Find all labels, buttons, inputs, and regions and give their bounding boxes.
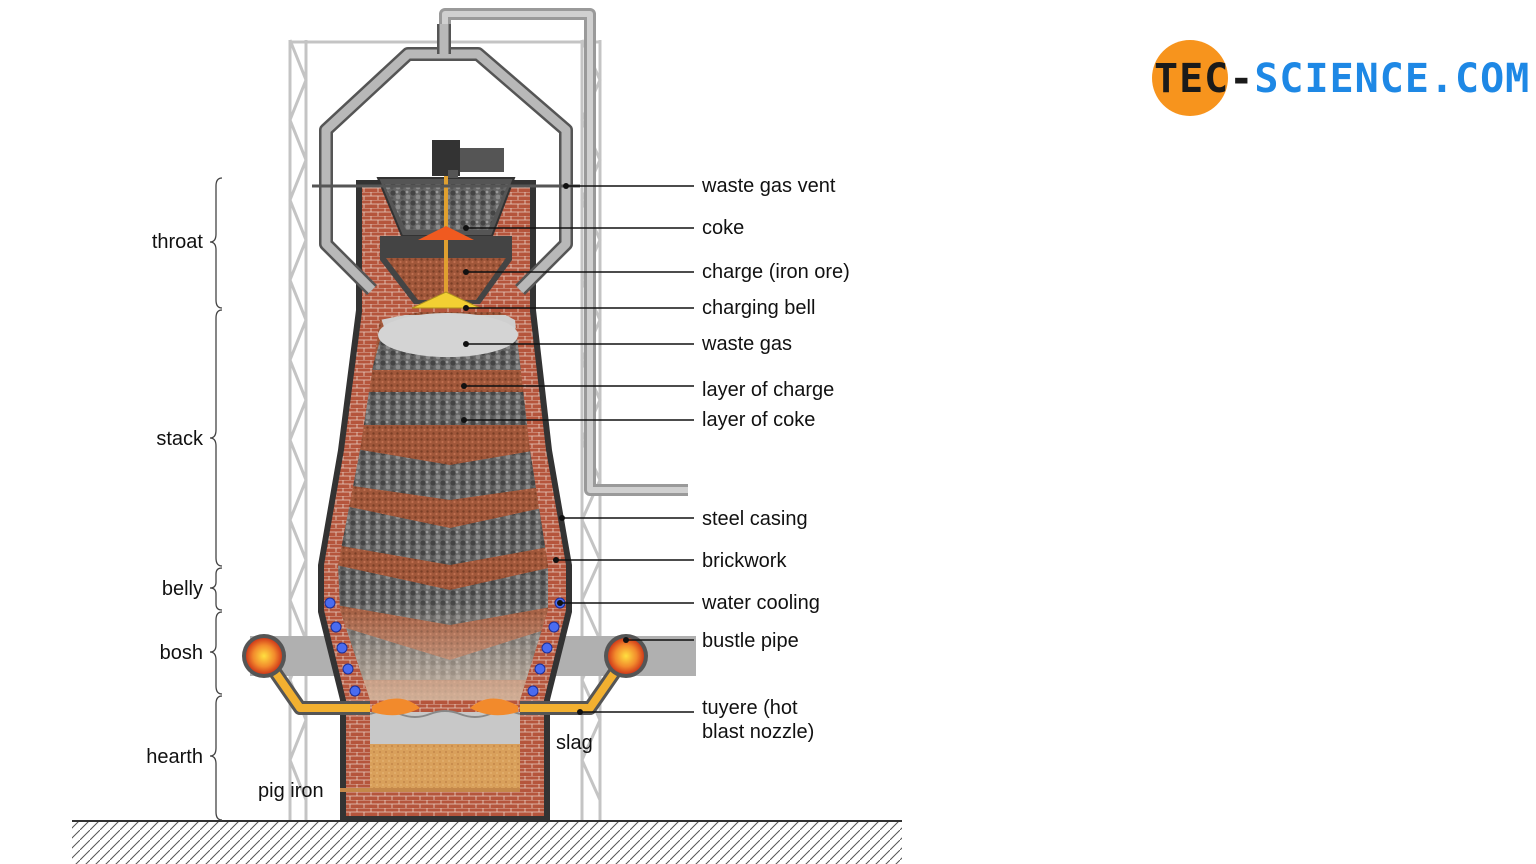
brand-logo[interactable]: tec-science.com	[1152, 38, 1529, 118]
label-coke: coke	[702, 217, 745, 239]
label-bustle-pipe: bustle pipe	[702, 630, 799, 652]
label-water-cooling: water cooling	[702, 592, 820, 614]
label-layer-of-coke: layer of coke	[702, 409, 816, 431]
section-braces	[209, 177, 223, 821]
ground	[72, 820, 902, 864]
slag-layer	[370, 712, 520, 744]
logo-circle-icon	[1152, 40, 1228, 116]
logo-text-part1: tec-	[1154, 56, 1255, 102]
pig-iron-pool	[370, 744, 520, 792]
charging-mechanism	[411, 140, 504, 309]
label-slag: slag	[556, 732, 593, 754]
label-charging-bell: charging bell	[702, 297, 816, 319]
waste-gas-cloud	[378, 313, 518, 357]
leader-dots	[461, 183, 629, 715]
section-label-bosh: bosh	[159, 642, 203, 664]
logo-text-part2: science.com	[1254, 56, 1531, 102]
label-waste-gas-vent: waste gas vent	[702, 175, 836, 197]
label-tuyere-line1: tuyere (hot	[702, 697, 798, 719]
label-pig-iron: pig iron	[258, 780, 324, 802]
logo-text: tec-science.com	[1154, 56, 1530, 102]
tuyere-pipes	[242, 634, 648, 715]
charging-bell	[411, 291, 481, 309]
waste-gas-vent	[319, 24, 573, 295]
label-tuyere-line2: blast nozzle)	[702, 721, 815, 743]
tuyere-flames	[372, 698, 518, 716]
label-charge: charge (iron ore)	[702, 261, 850, 283]
leader-lines	[464, 185, 694, 713]
section-label-stack: stack	[156, 428, 203, 450]
section-label-throat: throat	[151, 231, 203, 253]
label-steel-casing: steel casing	[702, 508, 808, 530]
section-label-belly: belly	[161, 578, 203, 600]
label-layer-of-charge: layer of charge	[702, 379, 835, 401]
water-cooling-dots	[324, 597, 566, 697]
label-waste-gas: waste gas	[702, 333, 793, 355]
section-label-hearth: hearth	[146, 746, 203, 768]
label-brickwork: brickwork	[702, 550, 787, 572]
